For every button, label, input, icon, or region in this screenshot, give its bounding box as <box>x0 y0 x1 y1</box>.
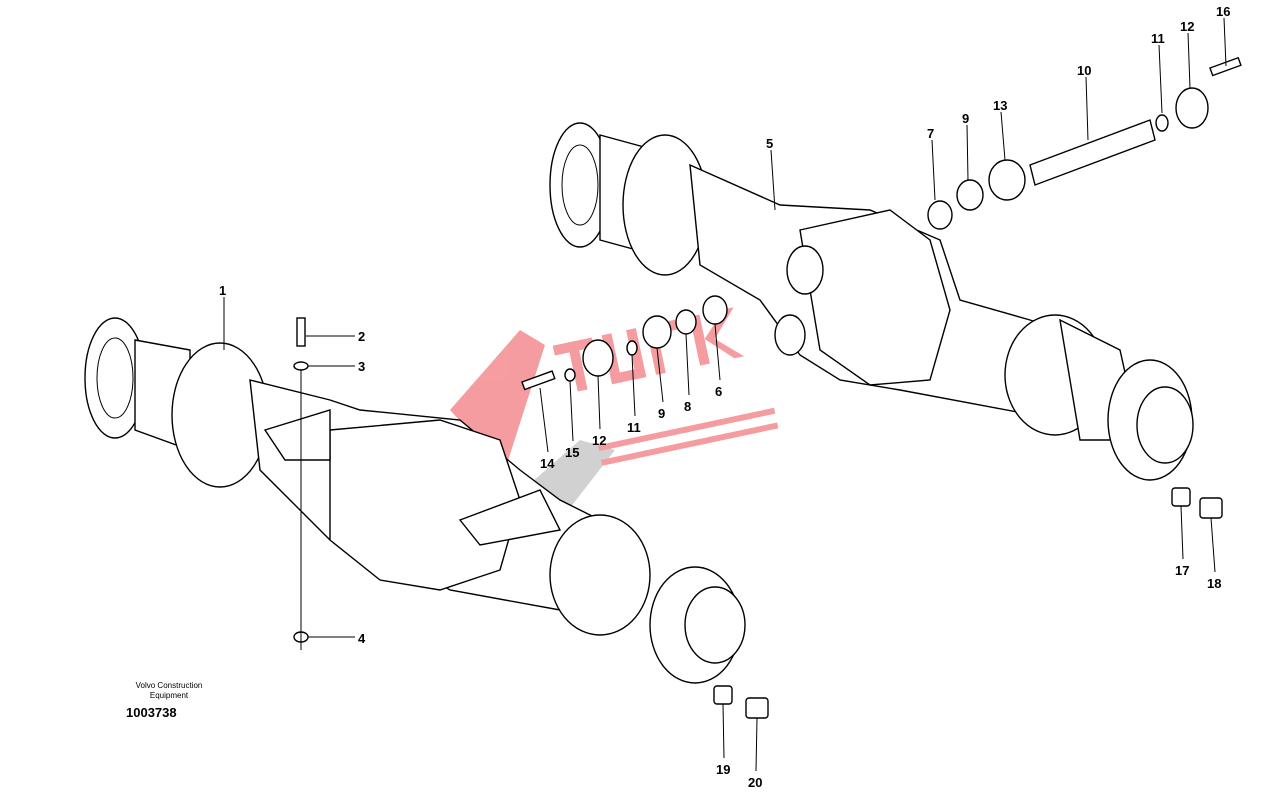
document-number: 1003738 <box>126 705 177 720</box>
caption-line-2: Equipment <box>149 691 189 700</box>
callout-15: 15 <box>565 445 579 460</box>
callout-12-rear: 12 <box>1180 19 1194 34</box>
callout-16: 16 <box>1216 4 1230 19</box>
axle-housing-rear <box>549 122 1194 481</box>
small-parts <box>293 56 1242 719</box>
callout-11-front: 11 <box>627 420 641 435</box>
callout-19: 19 <box>716 762 730 777</box>
callout-12-front: 12 <box>592 433 606 448</box>
callout-7: 7 <box>927 126 934 141</box>
callout-1: 1 <box>219 283 226 298</box>
callout-8: 8 <box>684 399 691 414</box>
callout-6: 6 <box>715 384 722 399</box>
callout-4: 4 <box>358 631 366 646</box>
callout-5: 5 <box>766 136 773 151</box>
callout-17: 17 <box>1175 563 1189 578</box>
callout-labels: 1 2 3 4 5 6 7 8 9 9 10 11 11 12 12 13 14… <box>219 4 1230 790</box>
callout-14: 14 <box>540 456 555 471</box>
callout-9-rear: 9 <box>962 111 969 126</box>
callout-2: 2 <box>358 329 365 344</box>
callout-18: 18 <box>1207 576 1221 591</box>
callout-10: 10 <box>1077 63 1091 78</box>
manufacturer-caption: Volvo Construction Equipment <box>118 681 220 701</box>
callout-13: 13 <box>993 98 1007 113</box>
callout-9-front: 9 <box>658 406 665 421</box>
callout-20: 20 <box>748 775 762 790</box>
callout-3: 3 <box>358 359 365 374</box>
callout-11-rear: 11 <box>1151 31 1165 46</box>
leader-lines <box>223 17 1227 772</box>
caption-line-1: Volvo Construction <box>135 681 203 690</box>
axle-housing-front <box>84 317 746 684</box>
